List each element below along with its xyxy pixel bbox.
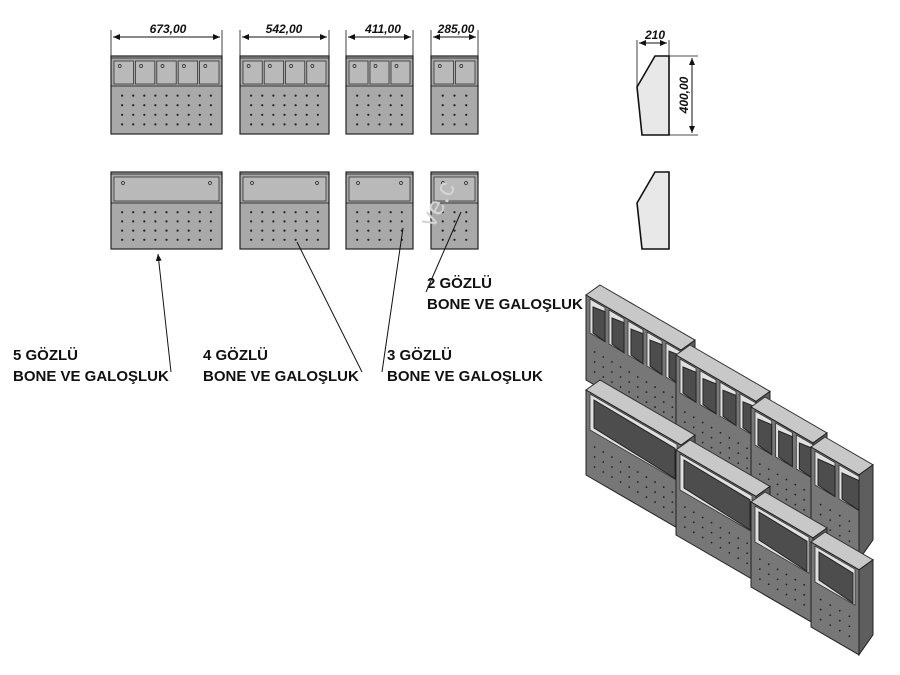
svg-text:BONE VE GALOŞLUK: BONE VE GALOŞLUK — [387, 368, 543, 385]
dimension-3-gozlu: 411,00 — [345, 22, 414, 58]
svg-text:2 GÖZLÜ: 2 GÖZLÜ — [427, 275, 492, 292]
svg-text:5 GÖZLÜ: 5 GÖZLÜ — [13, 347, 78, 364]
label-4-gozlu: 4 GÖZLÜ BONE VE GALOŞLUK — [203, 347, 359, 385]
dimension-label-285: 285,00 — [437, 22, 475, 36]
dimension-label-542: 542,00 — [266, 22, 303, 36]
label-2-gozlu: 2 GÖZLÜ BONE VE GALOŞLUK — [427, 275, 583, 313]
front-view-open-3-gozlu — [345, 171, 414, 250]
svg-text:3 GÖZLÜ: 3 GÖZLÜ — [387, 347, 452, 364]
front-view-3-gozlu — [345, 55, 414, 135]
dimension-label-411: 411,00 — [364, 22, 401, 36]
front-view-2-gozlu — [430, 55, 479, 135]
svg-text:BONE VE GALOŞLUK: BONE VE GALOŞLUK — [203, 368, 359, 385]
isometric-unit-6 — [675, 439, 771, 583]
svg-text:BONE VE GALOŞLUK: BONE VE GALOŞLUK — [427, 296, 583, 313]
label-5-gozlu: 5 GÖZLÜ BONE VE GALOŞLUK — [13, 347, 169, 385]
front-view-open-5-gozlu — [110, 171, 223, 250]
isometric-unit-8 — [810, 531, 874, 657]
front-views-open — [110, 171, 479, 250]
isometric-unit-5 — [585, 379, 696, 532]
isometric-unit-7 — [750, 491, 828, 625]
label-3-gozlu: 3 GÖZLÜ BONE VE GALOŞLUK — [387, 347, 543, 385]
front-view-open-4-gozlu — [239, 171, 330, 250]
front-view-5-gozlu — [110, 55, 223, 135]
dimension-label-673: 673,00 — [150, 22, 187, 36]
dimension-2-gozlu: 285,00 — [430, 22, 479, 58]
leader-lines — [155, 211, 462, 373]
dimension-4-gozlu: 542,00 — [239, 22, 330, 58]
svg-text:4 GÖZLÜ: 4 GÖZLÜ — [203, 347, 268, 364]
front-view-open-2-gozlu — [430, 171, 479, 250]
dimension-label-400: 400,00 — [677, 76, 691, 114]
side-profile-top: 210 400,00 — [636, 28, 698, 136]
front-views-compartments — [110, 55, 479, 135]
front-view-4-gozlu — [239, 55, 330, 135]
dimension-5-gozlu: 673,00 — [110, 22, 223, 58]
isometric-views — [585, 284, 874, 657]
dimension-label-210: 210 — [644, 28, 665, 42]
side-profile-bottom — [636, 171, 670, 250]
svg-text:BONE VE GALOŞLUK: BONE VE GALOŞLUK — [13, 368, 169, 385]
